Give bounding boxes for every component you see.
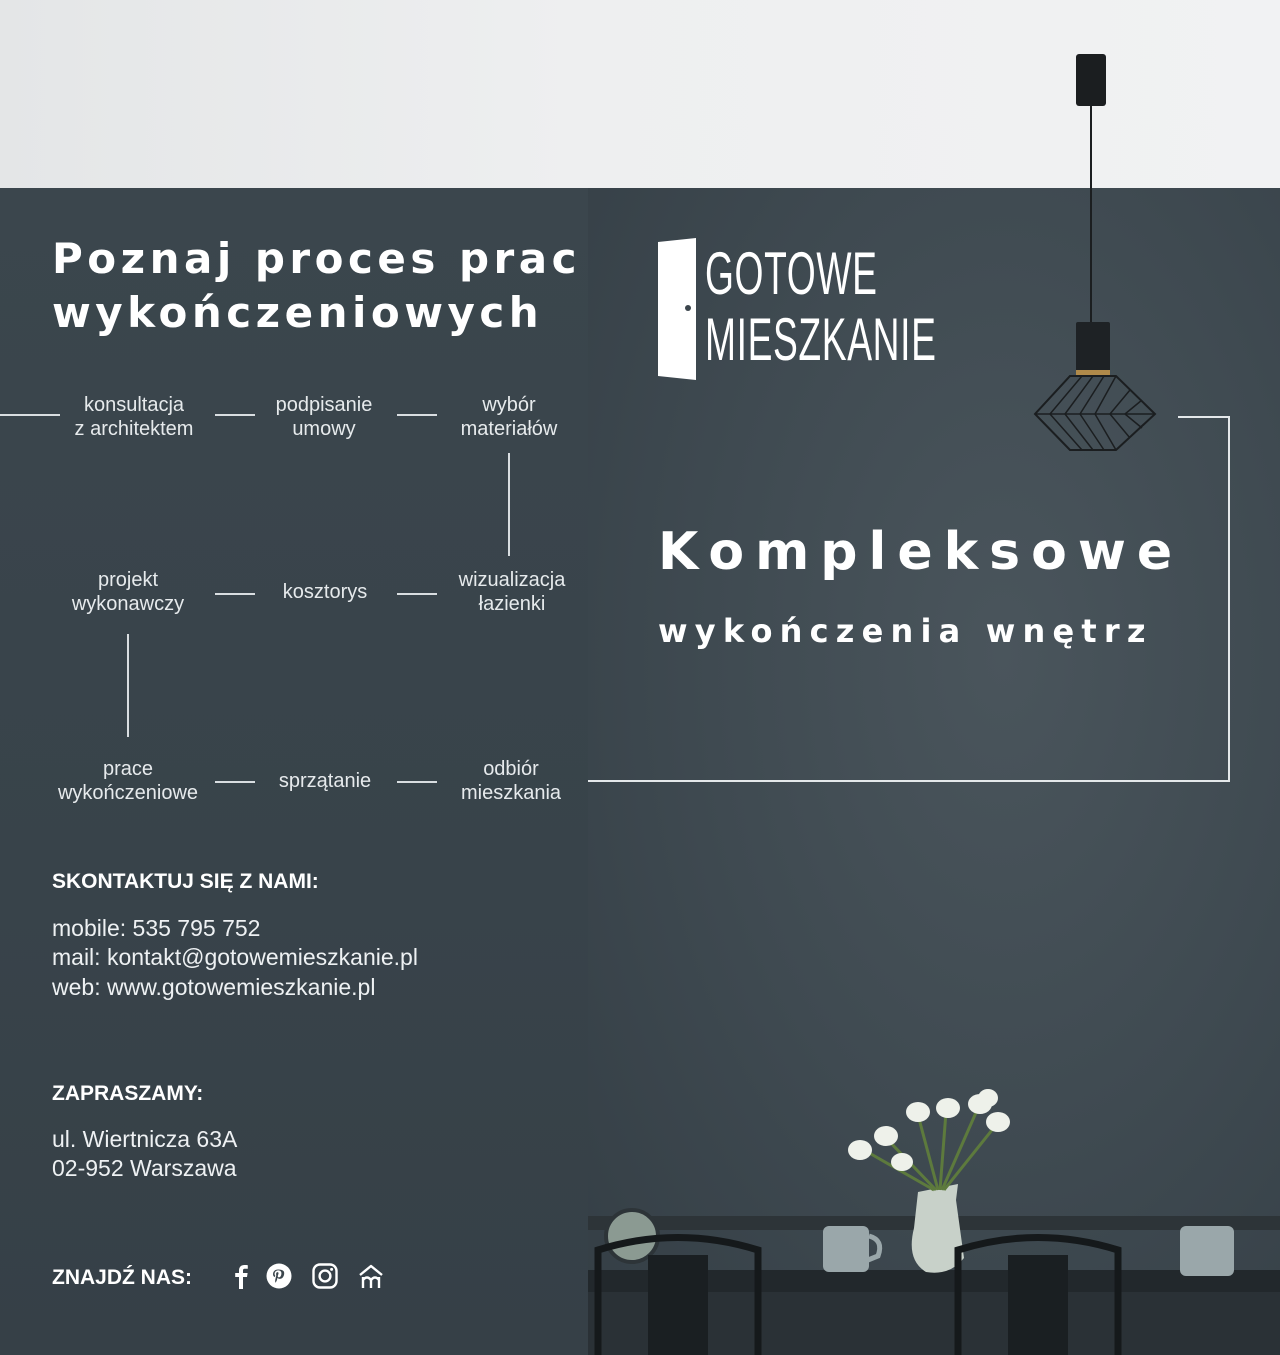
- step-label: umowy: [292, 418, 356, 440]
- step-label: kosztorys: [282, 581, 368, 603]
- connector-line: [397, 414, 437, 416]
- step-prace: prace wykończeniowe: [43, 757, 213, 805]
- step-label: z architektem: [74, 418, 194, 440]
- address-city: 02-952 Warszawa: [52, 1155, 237, 1181]
- step-label: wykonawczy: [71, 593, 185, 615]
- dining-table-image: [588, 1089, 1280, 1355]
- step-sprzatanie: sprzątanie: [240, 769, 410, 793]
- step-label: projekt: [97, 569, 159, 591]
- step-kosztorys: kosztorys: [240, 580, 410, 604]
- process-heading-line2: wykończeniowych: [52, 288, 544, 337]
- connector-line: [0, 414, 60, 416]
- step-projekt: projekt wykonawczy: [43, 568, 213, 616]
- step-label: wybór: [482, 394, 536, 416]
- step-wybor: wybór materiałów: [424, 393, 594, 441]
- step-label: wizualizacja: [458, 569, 566, 591]
- contact-mobile[interactable]: mobile: 535 795 752: [52, 915, 261, 941]
- address-heading: ZAPRASZAMY:: [52, 1082, 204, 1105]
- step-label: sprzątanie: [278, 770, 372, 792]
- step-label: łazienki: [478, 593, 546, 615]
- step-label: prace: [102, 758, 154, 780]
- step-podpisanie: podpisanie umowy: [239, 393, 409, 441]
- step-label: wykończeniowe: [57, 782, 199, 804]
- instagram-icon[interactable]: [311, 1262, 339, 1290]
- contact-web[interactable]: web: www.gotowemieszkanie.pl: [52, 974, 376, 1000]
- homebook-icon[interactable]: [357, 1262, 385, 1290]
- connector-line: [215, 414, 255, 416]
- pendant-lamp-image: [1033, 54, 1157, 451]
- address-street: ul. Wiertnicza 63A: [52, 1126, 238, 1152]
- tagline-sub: wykończenia wnętrz: [658, 612, 1153, 650]
- left-panel: [0, 188, 588, 1355]
- ceiling-background: [0, 0, 1280, 188]
- step-wizualizacja: wizualizacja łazienki: [427, 568, 597, 616]
- step-odbior: odbiór mieszkania: [426, 757, 596, 805]
- tagline-main: Kompleksowe: [658, 522, 1184, 582]
- step-label: odbiór: [483, 758, 539, 780]
- step-konsultacja: konsultacja z architektem: [49, 393, 219, 441]
- step-label: konsultacja: [83, 394, 185, 416]
- process-heading-line1: Poznaj proces prac: [52, 234, 581, 283]
- connector-line: [127, 634, 129, 737]
- connector-line: [397, 593, 437, 595]
- connector-line: [508, 453, 510, 556]
- connector-line: [215, 781, 255, 783]
- pinterest-icon[interactable]: [265, 1262, 293, 1290]
- door-logo-icon: [658, 238, 696, 380]
- connector-line: [215, 593, 255, 595]
- facebook-icon[interactable]: [227, 1262, 255, 1290]
- logo-text-line2: MIESZKANIE: [705, 306, 937, 373]
- step-label: materiałów: [460, 418, 558, 440]
- contact-mail[interactable]: mail: kontakt@gotowemieszkanie.pl: [52, 944, 418, 970]
- connector-line: [397, 781, 437, 783]
- process-heading: Poznaj proces prac wykończeniowych: [52, 232, 582, 340]
- social-heading: ZNAJDŹ NAS:: [52, 1266, 192, 1289]
- contact-heading: SKONTAKTUJ SIĘ Z NAMI:: [52, 870, 319, 893]
- step-label: podpisanie: [275, 394, 373, 416]
- step-label: mieszkania: [460, 782, 562, 804]
- logo-text-line1: GOTOWE: [705, 240, 878, 307]
